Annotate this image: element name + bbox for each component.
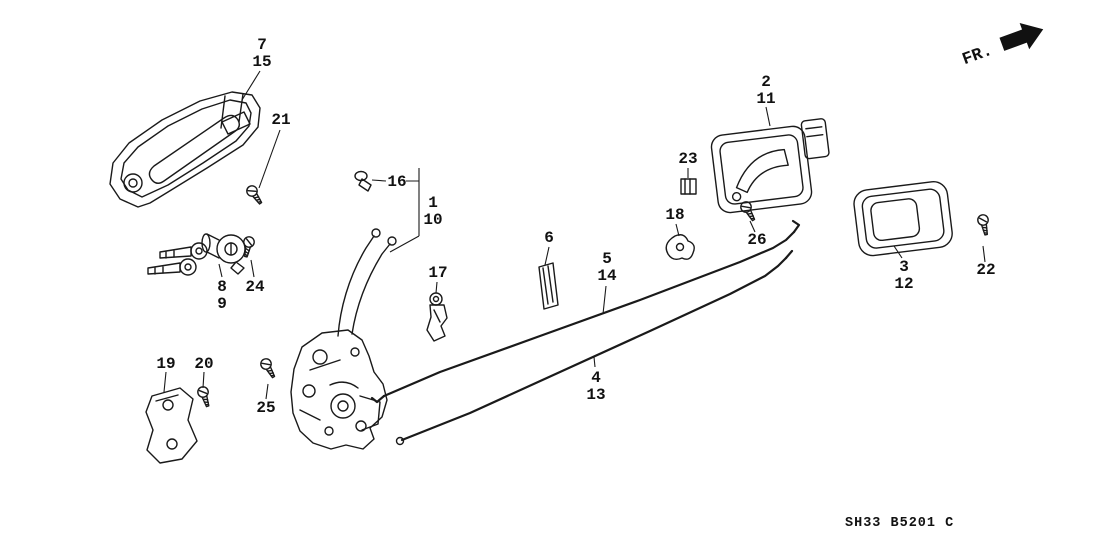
callout-18: 18 — [665, 206, 684, 224]
callout-labels: 7 15 21 16 1 10 8 9 24 17 19 20 25 6 5 1… — [156, 36, 995, 417]
lock-rod-lower — [395, 249, 794, 446]
leader-lines — [163, 70, 986, 400]
callout-1: 1 — [428, 194, 438, 212]
callout-16: 16 — [387, 173, 406, 191]
diagram-code: SH33 B5201 C — [845, 516, 954, 531]
callout-17: 17 — [428, 264, 447, 282]
callout-8: 8 — [217, 278, 227, 296]
lock-cylinder — [201, 233, 246, 275]
callout-6: 6 — [544, 229, 554, 247]
striker-bracket-19 — [145, 387, 198, 464]
callout-10: 10 — [423, 211, 442, 229]
lock-rod-upper — [370, 219, 801, 404]
callout-12: 12 — [894, 275, 913, 293]
handle-bezel — [853, 181, 953, 257]
callout-13: 13 — [586, 386, 605, 404]
callout-19: 19 — [156, 355, 175, 373]
clip-23 — [680, 178, 697, 195]
callout-15: 15 — [252, 53, 271, 71]
callout-25: 25 — [256, 399, 275, 417]
screw-21 — [244, 183, 266, 207]
callout-22: 22 — [976, 261, 995, 279]
clip-lever-17 — [426, 292, 448, 342]
callout-7: 7 — [257, 36, 267, 54]
callout-2: 2 — [761, 73, 771, 91]
clip-18 — [665, 234, 695, 261]
callout-5: 5 — [602, 250, 612, 268]
screw-20 — [195, 384, 214, 409]
screw-22 — [976, 213, 992, 237]
callout-26: 26 — [747, 231, 766, 249]
callout-24: 24 — [245, 278, 265, 296]
callout-9: 9 — [217, 295, 227, 313]
exterior-door-handle — [109, 91, 261, 208]
fr-label: FR. — [960, 42, 995, 70]
rod-protector-6 — [538, 262, 559, 310]
door-lock-assembly — [290, 228, 397, 450]
callout-14: 14 — [597, 267, 617, 285]
callout-23: 23 — [678, 150, 697, 168]
callout-11: 11 — [756, 90, 775, 108]
callout-4: 4 — [591, 369, 601, 387]
callout-20: 20 — [194, 355, 213, 373]
door-keys — [147, 242, 208, 276]
fr-direction-mark: FR. — [960, 22, 1044, 70]
callout-3: 3 — [899, 258, 909, 276]
screw-25 — [258, 356, 279, 381]
callout-21: 21 — [271, 111, 290, 129]
screw-24 — [240, 235, 256, 259]
clip-16 — [354, 170, 372, 192]
fr-arrow-icon — [999, 22, 1044, 51]
interior-door-handle — [710, 118, 830, 214]
